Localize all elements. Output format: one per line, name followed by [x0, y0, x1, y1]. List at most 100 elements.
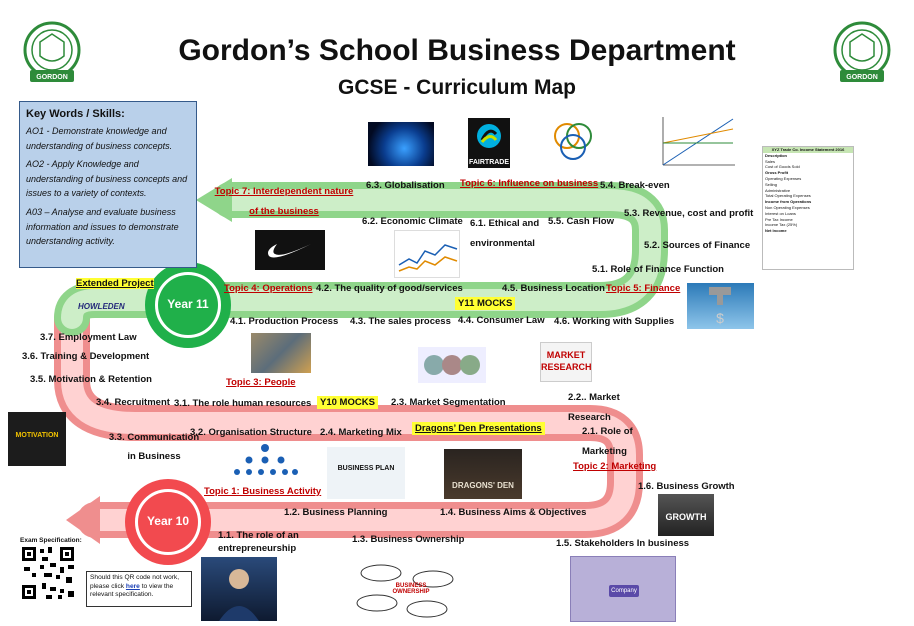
income-statement-row: Operating Expenses	[765, 175, 802, 181]
lesson-5-4: 5.4. Break-even	[600, 180, 670, 191]
stakeholders-image: Company	[570, 556, 676, 622]
business-plan-image: BUSINESS PLAN	[327, 447, 405, 499]
fairtrade-logo-image: FAIRTRADE	[468, 118, 510, 168]
income-statement-row: Administrative	[765, 187, 791, 193]
economic-outlook-image	[394, 230, 460, 278]
lesson-3-7: 3.7. Employment Law	[40, 332, 137, 343]
lesson-6-2: 6.2. Economic Climate	[362, 216, 463, 227]
exam-spec-label: Exam Specification:	[20, 537, 82, 544]
crowd-segmentation-image	[418, 347, 486, 383]
factory-image	[251, 333, 311, 373]
topic-7-heading: Topic 7: Interdependent nature of the bu…	[214, 186, 354, 217]
svg-text:GORDON: GORDON	[846, 74, 878, 81]
lesson-4-5: 4.5. Business Location	[502, 283, 605, 294]
growth-image: GROWTH	[658, 494, 714, 536]
lesson-1-2: 1.2. Business Planning	[284, 507, 388, 518]
business-ownership-image: BUSINESS OWNERSHIP	[355, 559, 459, 621]
dragons-den-presentations-badge: Dragons’ Den Presentations	[412, 422, 545, 435]
motivation-image: MOTIVATION	[8, 412, 66, 466]
lesson-5-2: 5.2. Sources of Finance	[644, 240, 751, 251]
key-skills-box: Key Words / Skills: AO1 - Demonstrate kn…	[19, 101, 197, 268]
topic-3-heading: Topic 3: People	[226, 377, 296, 388]
lesson-2-4: 2.4. Marketing Mix	[320, 427, 402, 438]
income-statement-row: Pre Tax Income	[765, 216, 793, 222]
breakeven-chart-image	[655, 113, 739, 173]
lesson-6-3: 6.3. Globalisation	[366, 180, 445, 191]
stakeholders-company-text: Company	[609, 585, 639, 597]
tap-money-image: $	[687, 283, 754, 329]
lesson-4-4: 4.4. Consumer Law	[458, 315, 545, 326]
lesson-3-1: 3.1. The role human resources	[174, 398, 312, 409]
qr-note-after: to view the relevant specification.	[90, 582, 174, 599]
lesson-1-4: 1.4. Business Aims & Objectives	[440, 507, 587, 518]
school-crest-left-icon: GORDON	[23, 21, 81, 82]
lesson-3-3: 3.3. Communication in Business	[108, 432, 200, 462]
lesson-5-3: 5.3. Revenue, cost and profit	[624, 208, 754, 219]
ao2-text: AO2 - Apply Knowledge and understanding …	[26, 159, 188, 199]
lesson-1-1: 1.1. The role of an entrepreneurship	[218, 530, 299, 554]
page-title: Gordon’s School Business Department	[178, 34, 736, 67]
income-statement-row: Income Tax (25%)	[765, 222, 798, 228]
income-statement-row: Gross Profit	[765, 170, 789, 176]
ao1-text: AO1 - Demonstrate knowledge and understa…	[26, 126, 173, 151]
page-subtitle: GCSE - Curriculum Map	[337, 76, 577, 99]
qr-note-before: Should this QR code not work, please cli…	[90, 574, 180, 590]
lesson-5-5: 5.5. Cash Flow	[548, 216, 614, 227]
lesson-3-2: 3.2. Organisation Structure	[190, 427, 312, 438]
lesson-2-1: 2.1. Role of Marketing	[582, 426, 633, 457]
org-structure-image	[234, 444, 298, 475]
income-statement-row: Sales	[765, 158, 776, 164]
lesson-6-1: 6.1. Ethical and environmental	[470, 218, 540, 249]
lesson-1-5: 1.5. Stakeholders In business	[556, 538, 690, 549]
lesson-3-6: 3.6. Training & Development	[22, 351, 150, 362]
y11-mocks-badge: Y11 MOCKS	[455, 297, 516, 310]
lesson-3-5: 3.5. Motivation & Retention	[30, 374, 152, 385]
dragons-den-image: DRAGONS' DEN	[444, 449, 522, 499]
business-ownership-text: BUSINESS OWNERSHIP	[392, 583, 430, 595]
market-research-image: MARKET RESEARCH	[540, 342, 592, 382]
extended-project-label: Extended Project	[76, 278, 154, 289]
income-statement-row: Description	[765, 152, 788, 158]
motivation-text: MOTIVATION	[15, 432, 59, 439]
fairtrade-text: FAIRTRADE	[468, 159, 510, 166]
ao3-text: A03 – Analyse and evaluate business info…	[26, 206, 179, 247]
lesson-2-2: 2.2.. Market Research	[568, 392, 620, 423]
lesson-4-1: 4.1. Production Process	[230, 316, 339, 327]
income-statement-image: XYZ Trade Co. Income Statement 2016 Desc…	[762, 146, 854, 270]
spec-link[interactable]: here	[125, 582, 140, 590]
year11-label: Year 11	[167, 297, 209, 311]
topic-5-heading: Topic 5: Finance	[606, 283, 681, 294]
income-statement-row: Income from Operations	[765, 199, 812, 205]
lesson-3-4: 3.4. Recruitment	[96, 397, 170, 408]
svg-text:GORDON: GORDON	[36, 74, 68, 81]
globe-network-image	[368, 122, 434, 166]
road-arrowhead-green	[196, 178, 232, 222]
topic-2-heading: Topic 2: Marketing	[573, 461, 657, 472]
lesson-5-1: 5.1. Role of Finance Function	[592, 264, 724, 275]
ethics-venn-image	[554, 123, 592, 160]
lesson-2-3: 2.3. Market Segmentation	[391, 397, 506, 408]
lesson-4-2: 4.2. The quality of good/services	[316, 283, 463, 294]
year10-label: Year 10	[146, 514, 190, 528]
business-plan-text: BUSINESS PLAN	[337, 465, 395, 472]
growth-text: GROWTH	[665, 512, 707, 522]
lesson-4-3: 4.3. The sales process	[350, 316, 451, 327]
qr-code-icon[interactable]	[20, 545, 76, 601]
income-statement-row: Total Operating Expenses	[765, 193, 811, 199]
key-skills-heading: Key Words / Skills:	[26, 108, 125, 120]
lesson-1-3: 1.3. Business Ownership	[352, 534, 465, 545]
nike-logo-image	[255, 230, 325, 270]
topic-4-heading: Topic 4: Operations	[224, 283, 313, 294]
income-statement-row: Selling	[765, 181, 778, 187]
topic-6-heading: Topic 6: Influence on business	[460, 178, 599, 189]
income-statement-row: Non Operating Expenses	[765, 204, 810, 210]
svg-text:$: $	[716, 310, 724, 326]
school-crest-right-icon: GORDON	[833, 21, 891, 82]
howden-logo-image: HOWLEDEN	[78, 302, 125, 311]
income-statement-row: Net Income	[765, 228, 787, 234]
income-statement-row: Interest on Loans	[765, 210, 796, 216]
lesson-1-6: 1.6. Business Growth	[638, 481, 735, 492]
entrepreneur-image	[201, 557, 277, 621]
